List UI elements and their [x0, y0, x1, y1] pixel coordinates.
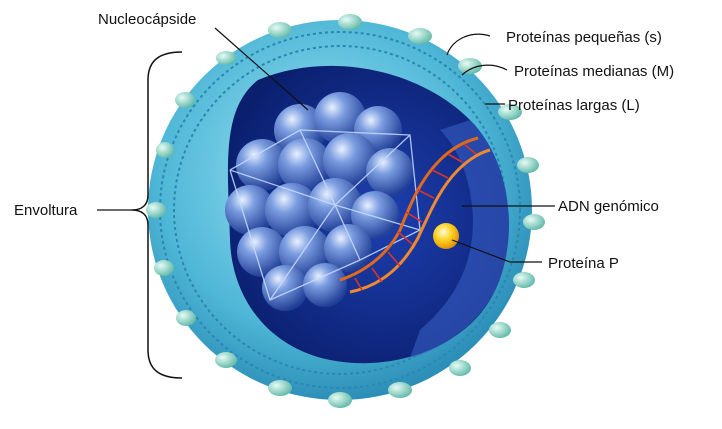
label-genomic-dna: ADN genómico — [558, 198, 659, 215]
protein-p-blob — [433, 223, 459, 249]
label-envelope: Envoltura — [14, 202, 78, 219]
label-small-proteins: Proteínas pequeñas (s) — [506, 29, 662, 46]
label-protein-p: Proteína P — [548, 255, 619, 272]
label-large-proteins: Proteínas largas (L) — [508, 97, 640, 114]
label-medium-proteins: Proteínas medianas (M) — [514, 63, 674, 80]
label-nucleocapsid: Nucleocápside — [98, 11, 196, 28]
